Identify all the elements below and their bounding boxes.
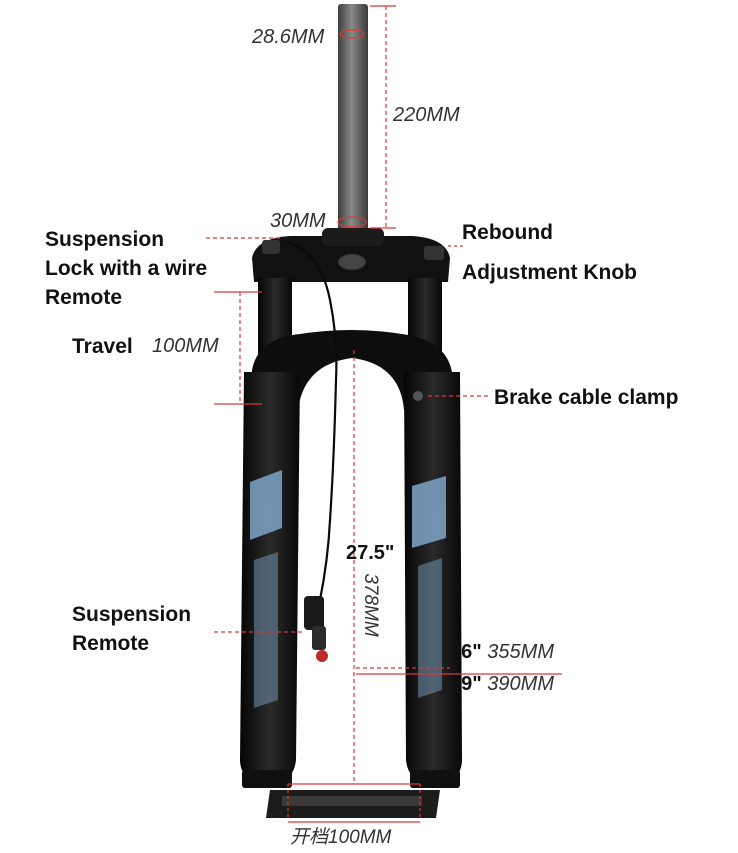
- axle-to-crown-label: 378MM: [360, 573, 381, 637]
- wheel-26-length: 355MM: [487, 641, 554, 663]
- rebound-knob-shape: [424, 246, 444, 260]
- travel-value-label: 100MM: [152, 335, 219, 357]
- remote-lever-shape: [304, 596, 328, 662]
- steerer-tube: [338, 4, 368, 232]
- crown-diameter-label: 30MM: [270, 210, 326, 232]
- suspension-lock-label: Suspension Lock with a wire Remote: [45, 228, 208, 309]
- steerer-diameter-label: 28.6MM: [252, 26, 325, 48]
- travel-label: Travel: [72, 335, 133, 358]
- remote-cable: [285, 240, 338, 601]
- steerer-length-label: 220MM: [393, 104, 460, 126]
- left-lower-leg: [240, 372, 300, 782]
- brake-clamp-label: Brake cable clamp: [494, 386, 679, 409]
- wheel-29-size: 29": [450, 673, 482, 695]
- brake-clamp-shape: [413, 391, 423, 401]
- wheel-26-label: 26" 355MM: [450, 641, 554, 664]
- rebound-label: Rebound Adjustment Knob: [462, 221, 637, 284]
- left-graphic: [250, 470, 282, 708]
- wheel-26-size: 26": [450, 641, 482, 663]
- suspension-remote-label: Suspension Remote: [72, 603, 192, 655]
- wheel-29-length: 390MM: [487, 673, 554, 695]
- fork-arch: [252, 330, 452, 410]
- right-graphic: [412, 476, 446, 698]
- wheel-size-main-label: 27.5": [346, 542, 395, 564]
- axle-spacing-label: 开档100MM: [290, 827, 392, 848]
- wheel-29-label: 29" 390MM: [450, 673, 554, 696]
- right-lower-leg: [404, 372, 462, 782]
